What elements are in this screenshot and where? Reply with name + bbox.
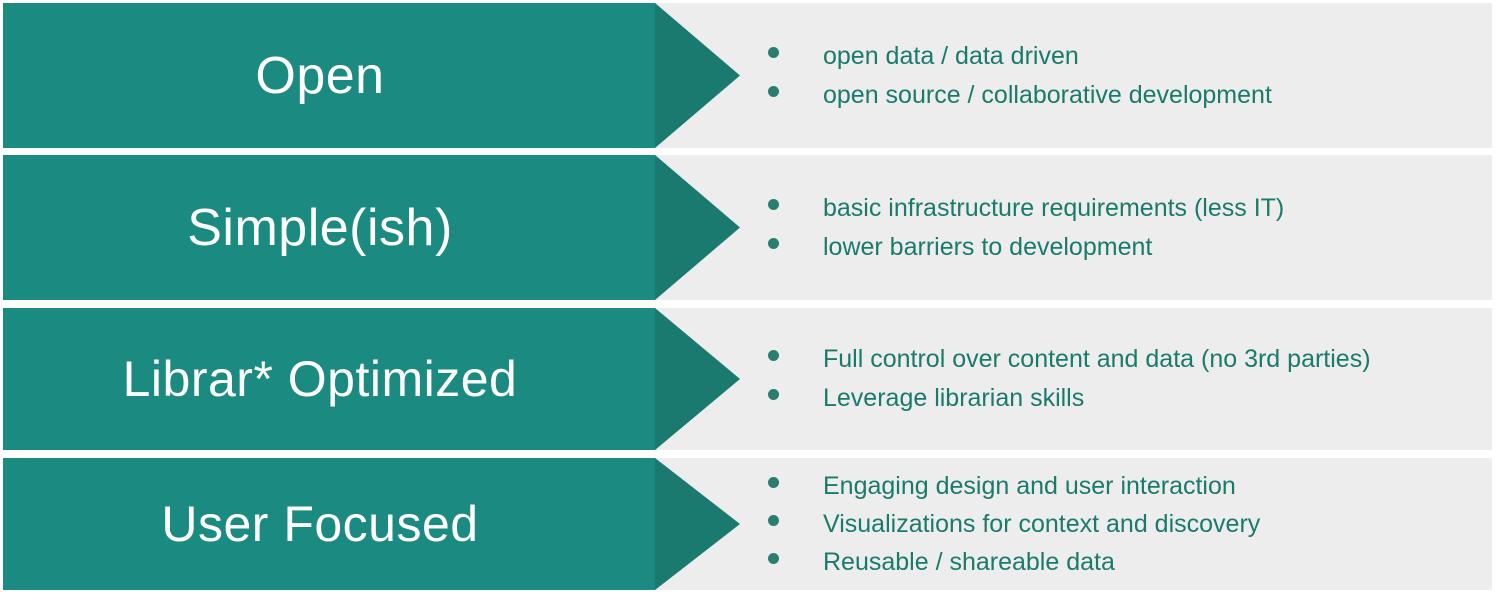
list-item-label: Reusable / shareable data xyxy=(823,548,1115,576)
list-item-label: Engaging design and user interaction xyxy=(823,472,1236,500)
list-item: open source / collaborative development xyxy=(768,76,1503,115)
bullet-panel xyxy=(655,458,1492,590)
arrow-body xyxy=(3,155,655,300)
bullet-dot-icon xyxy=(768,515,779,526)
list-item: Reusable / shareable data xyxy=(768,543,1503,581)
bullet-dot-icon xyxy=(768,85,779,97)
list-item-label: lower barriers to development xyxy=(823,232,1153,261)
list-item: lower barriers to development xyxy=(768,228,1503,267)
bullet-dot-icon xyxy=(768,389,779,400)
principle-row-open: Open open data / data driven open source… xyxy=(0,3,1503,148)
list-item-label: open data / data driven xyxy=(823,41,1079,70)
list-item: basic infrastructure requirements (less … xyxy=(768,189,1503,228)
principle-row-simple: Simple(ish) basic infrastructure require… xyxy=(0,155,1503,300)
arrow-shape-library-optimized[interactable]: Librar* Optimized xyxy=(3,308,740,450)
bullet-panel xyxy=(655,308,1492,450)
bullet-panel xyxy=(655,3,1492,148)
arrow-body xyxy=(3,458,655,590)
bullet-dot-icon xyxy=(768,46,779,58)
arrow-shape-user-focused[interactable]: User Focused xyxy=(3,458,740,590)
bullet-dot-icon xyxy=(768,350,779,361)
list-item: Leverage librarian skills xyxy=(768,379,1503,418)
list-item-label: open source / collaborative development xyxy=(823,80,1272,109)
arrow-head-icon xyxy=(655,3,740,148)
list-item-label: Leverage librarian skills xyxy=(823,384,1085,412)
bullet-dot-icon xyxy=(768,198,779,210)
arrow-head-icon xyxy=(655,458,740,590)
list-item-label: Full control over content and data (no 3… xyxy=(823,345,1371,373)
bullet-list: Engaging design and user interaction Vis… xyxy=(768,458,1503,590)
arrow-body xyxy=(3,308,655,450)
list-item: Full control over content and data (no 3… xyxy=(768,340,1503,379)
arrow-shape-open[interactable]: Open xyxy=(3,3,740,148)
list-item: Visualizations for context and discovery xyxy=(768,505,1503,543)
arrow-shape-simple[interactable]: Simple(ish) xyxy=(3,155,740,300)
list-item: Engaging design and user interaction xyxy=(768,467,1503,505)
arrow-head-icon xyxy=(655,155,740,300)
arrow-body xyxy=(3,3,655,148)
list-item: open data / data driven xyxy=(768,37,1503,76)
bullet-panel xyxy=(655,155,1492,300)
list-item-label: basic infrastructure requirements (less … xyxy=(823,193,1285,222)
bullet-dot-icon xyxy=(768,237,779,249)
bullet-dot-icon xyxy=(768,477,779,488)
bullet-list: Full control over content and data (no 3… xyxy=(768,308,1503,450)
bullet-list: open data / data driven open source / co… xyxy=(768,3,1503,148)
bullet-list: basic infrastructure requirements (less … xyxy=(768,155,1503,300)
principle-row-user-focused: User Focused Engaging design and user in… xyxy=(0,458,1503,590)
arrow-head-icon xyxy=(655,308,740,450)
bullet-dot-icon xyxy=(768,553,779,564)
list-item-label: Visualizations for context and discovery xyxy=(823,510,1261,538)
principle-row-library-optimized: Librar* Optimized Full control over cont… xyxy=(0,308,1503,450)
